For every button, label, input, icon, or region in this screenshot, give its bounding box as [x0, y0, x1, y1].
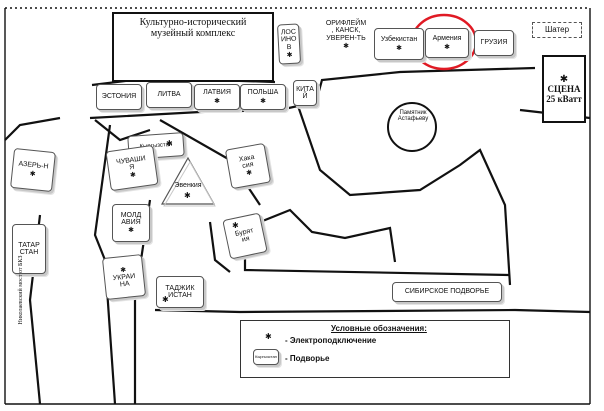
road-inner: [243, 228, 511, 277]
booth-khakassia[interactable]: Хака сия ✱: [224, 142, 272, 190]
booth-tajikistan-label: ТАДЖИК ИСТАН: [165, 284, 195, 299]
power-point-icon: ✱: [559, 74, 569, 86]
booth-uzbekistan-label: Узбекистан: [380, 36, 418, 44]
power-point-icon: ✱: [129, 171, 137, 180]
path-center-w: [94, 119, 151, 142]
monument-label: Памятник Астафьеву: [397, 110, 429, 123]
museum-label: Культурно-исторический музейный комплекс: [139, 17, 247, 39]
power-point-icon: ✱: [245, 169, 253, 178]
power-point-icon: ✱: [286, 51, 293, 60]
booth-armenia-label: Армения: [432, 35, 462, 43]
stage-label: СЦЕНА 25 кВатт: [546, 84, 582, 104]
booth-georgia[interactable]: ГРУЗИЯ: [474, 30, 514, 56]
tent[interactable]: Шатер: [532, 22, 582, 38]
legend: Условные обозначения: ✱ - Электроподключ…: [240, 320, 510, 378]
path-nw: [4, 116, 61, 141]
booth-china-label: КИТА Й: [296, 85, 314, 100]
booth-evenkia-label: Эвенкия: [174, 182, 202, 189]
path-south: [154, 308, 591, 314]
booth-latvia[interactable]: ЛАТВИЯ ✱: [194, 84, 240, 110]
booth-losino[interactable]: ЛОС ИНО В ✱: [276, 23, 302, 65]
inner-path-2: [208, 221, 231, 273]
legend-booth-sample-label: Кыргызстан: [255, 353, 277, 359]
legend-power-label: - Электроподключение: [285, 336, 377, 345]
booth-siberian-label: СИБИРСКОЕ ПОДВОРЬЕ: [404, 288, 490, 296]
booth-estonia-label: ЭСТОНИЯ: [101, 93, 137, 101]
booth-lithuania-label: ЛИТВА: [157, 91, 181, 99]
map-outline: [4, 7, 591, 405]
monument-circle: [387, 102, 437, 152]
booth-poland-label: ПОЛЬША: [247, 89, 279, 97]
power-point-icon: ✱: [166, 139, 173, 148]
booth-moldova[interactable]: МОЛД АВИЯ ✱: [112, 204, 150, 242]
power-point-icon: ✱: [232, 221, 239, 230]
booth-ukraine-label: УКРАИ НА: [112, 272, 136, 289]
road-east: [294, 99, 512, 286]
booth-tatarstan[interactable]: ТАТАР СТАН: [12, 224, 46, 274]
booth-azerbaijan[interactable]: АЗЕРЬ-Н ✱: [10, 147, 56, 193]
booth-khakassia-label: Хака сия: [238, 153, 255, 170]
booth-evenkia-shape[interactable]: [160, 156, 216, 208]
booth-orifleim[interactable]: ОРИФЛЕЙМ , КАНСК, УВЕРЕН-ТЬ ✱: [322, 20, 370, 66]
power-point-icon: ✱: [343, 43, 349, 51]
road-inner-top: [244, 208, 397, 263]
bridge-label: Николаевский мост от БКЗ: [18, 255, 24, 325]
museum-complex: Культурно-исторический музейный комплекс: [112, 12, 274, 82]
legend-booth-sample: Кыргызстан: [253, 349, 279, 365]
booth-azerbaijan-label: АЗЕРЬ-Н: [18, 160, 49, 171]
legend-booth-label: - Подворье: [285, 354, 330, 363]
booth-chuvashia-label: ЧУВАШИ Я: [115, 154, 147, 172]
booth-moldova-label: МОЛД АВИЯ: [120, 211, 142, 226]
booth-uzbekistan[interactable]: Узбекистан ✱: [374, 28, 424, 60]
booth-armenia[interactable]: Армения ✱: [425, 28, 469, 58]
power-point-icon: ✱: [396, 44, 402, 52]
booth-losino-label: ЛОС ИНО В: [280, 28, 297, 51]
power-point-icon: ✱: [184, 191, 191, 200]
power-point-icon: ✱: [162, 295, 169, 304]
booth-siberian[interactable]: СИБИРСКОЕ ПОДВОРЬЕ: [392, 282, 502, 302]
legend-power-icon: ✱: [265, 332, 272, 341]
booth-lithuania[interactable]: ЛИТВА: [146, 82, 192, 108]
power-point-icon: ✱: [128, 227, 134, 235]
booth-ukraine[interactable]: ✱ УКРАИ НА: [101, 254, 147, 300]
booth-buryatia[interactable]: Бурят ия: [222, 212, 268, 260]
booth-estonia[interactable]: ЭСТОНИЯ: [96, 84, 142, 110]
stage[interactable]: ✱ СЦЕНА 25 кВатт: [542, 55, 586, 123]
power-point-icon: ✱: [29, 170, 36, 178]
power-point-icon: ✱: [444, 43, 450, 51]
booth-tajikistan[interactable]: ТАДЖИК ИСТАН: [156, 276, 204, 308]
legend-title: Условные обозначения:: [331, 324, 427, 333]
tent-label: Шатер: [544, 24, 570, 34]
booth-tatarstan-label: ТАТАР СТАН: [18, 241, 40, 256]
booth-chuvashia[interactable]: ЧУВАШИ Я ✱: [105, 144, 159, 192]
booth-orifleim-label: ОРИФЛЕЙМ , КАНСК, УВЕРЕН-ТЬ: [325, 20, 367, 42]
center-road-w: [93, 124, 117, 405]
power-point-icon: ✱: [260, 97, 266, 105]
booth-georgia-label: ГРУЗИЯ: [480, 39, 508, 47]
power-point-icon: ✱: [214, 97, 220, 105]
booth-poland[interactable]: ПОЛЬША ✱: [240, 84, 286, 110]
booth-china[interactable]: КИТА Й: [293, 80, 317, 106]
booth-latvia-label: ЛАТВИЯ: [203, 89, 231, 97]
